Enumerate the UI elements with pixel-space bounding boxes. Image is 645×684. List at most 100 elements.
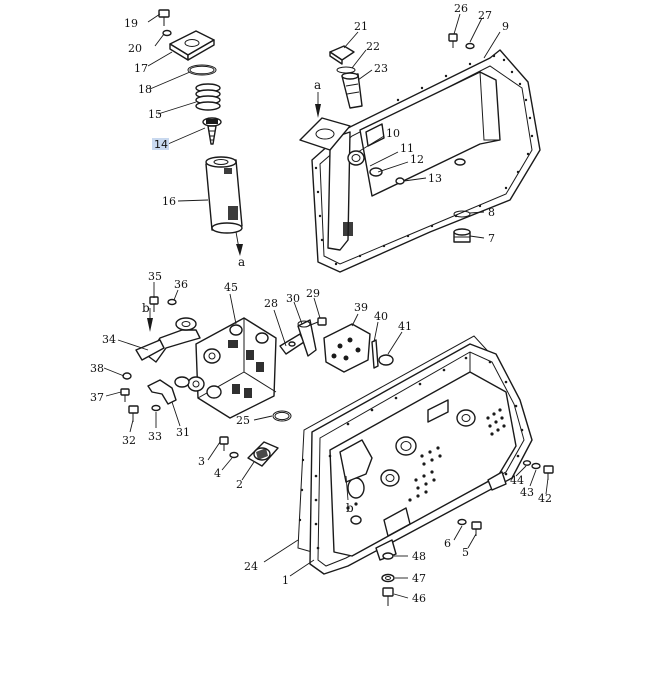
callout-26[interactable]: 26 bbox=[454, 2, 468, 15]
leader-2 bbox=[241, 461, 255, 481]
leader-40 bbox=[373, 321, 379, 343]
bolt-37 bbox=[120, 388, 130, 402]
callout-23[interactable]: 23 bbox=[374, 62, 388, 75]
callout-3[interactable]: 3 bbox=[198, 455, 205, 468]
callout-8[interactable]: 8 bbox=[488, 206, 495, 219]
ref-letter-a-filter: a bbox=[238, 255, 245, 269]
leader-25 bbox=[253, 415, 273, 421]
callout-19[interactable]: 19 bbox=[124, 17, 138, 30]
leader-13 bbox=[403, 177, 427, 182]
callout-9[interactable]: 9 bbox=[502, 20, 509, 33]
callout-14-highlight bbox=[152, 138, 169, 150]
callout-22[interactable]: 22 bbox=[366, 40, 380, 53]
callout-10[interactable]: 10 bbox=[386, 127, 400, 140]
callout-11[interactable]: 11 bbox=[400, 142, 414, 155]
leader-38 bbox=[103, 367, 125, 377]
callout-42[interactable]: 42 bbox=[538, 492, 552, 505]
callout-44[interactable]: 44 bbox=[510, 474, 524, 487]
arrow-head-icon bbox=[236, 244, 243, 256]
leader-23 bbox=[357, 69, 373, 81]
callout-20[interactable]: 20 bbox=[128, 42, 142, 55]
leader-37 bbox=[105, 391, 122, 397]
leader-45 bbox=[229, 293, 237, 325]
callout-41[interactable]: 41 bbox=[398, 320, 412, 333]
callout-45[interactable]: 45 bbox=[224, 281, 238, 294]
callout-1[interactable]: 1 bbox=[282, 574, 289, 587]
callout-7[interactable]: 7 bbox=[488, 232, 495, 245]
callout-46[interactable]: 46 bbox=[412, 592, 426, 605]
leader-28 bbox=[273, 309, 287, 347]
callout-4[interactable]: 4 bbox=[214, 467, 221, 480]
o-ring-18 bbox=[187, 64, 217, 76]
callout-25[interactable]: 25 bbox=[236, 414, 250, 427]
callout-12[interactable]: 12 bbox=[410, 153, 424, 166]
callout-31[interactable]: 31 bbox=[176, 426, 190, 439]
arrow-head-icon bbox=[147, 318, 153, 332]
ref-letter-b-case: b bbox=[346, 501, 354, 515]
callout-24[interactable]: 24 bbox=[244, 560, 258, 573]
callout-30[interactable]: 30 bbox=[286, 292, 300, 305]
callout-13[interactable]: 13 bbox=[428, 172, 442, 185]
leader-9 bbox=[483, 31, 501, 59]
leader-36 bbox=[173, 289, 179, 301]
leader-11 bbox=[369, 151, 399, 167]
leader-4 bbox=[221, 457, 233, 471]
callout-33[interactable]: 33 bbox=[148, 430, 162, 443]
callout-29[interactable]: 29 bbox=[306, 287, 320, 300]
callout-21[interactable]: 21 bbox=[354, 20, 368, 33]
leader-12 bbox=[377, 161, 409, 173]
bolt-46 bbox=[382, 587, 394, 606]
tube-31 bbox=[147, 376, 190, 405]
callout-18[interactable]: 18 bbox=[138, 83, 152, 96]
callout-labels: 19 20 17 18 15 14 16 21 22 23 26 27 9 10… bbox=[90, 2, 552, 605]
washer-43 bbox=[531, 462, 541, 470]
callout-43[interactable]: 43 bbox=[520, 486, 534, 499]
filter-element-16 bbox=[205, 156, 243, 234]
bracket-28 bbox=[279, 333, 305, 355]
callout-17[interactable]: 17 bbox=[134, 62, 148, 75]
callout-38[interactable]: 38 bbox=[90, 362, 104, 375]
leader-16 bbox=[177, 199, 209, 202]
clamp-38 bbox=[122, 372, 132, 380]
callout-14[interactable]: 14 bbox=[154, 138, 168, 151]
callout-5[interactable]: 5 bbox=[462, 546, 469, 559]
cap-21 bbox=[329, 45, 355, 65]
callout-6[interactable]: 6 bbox=[444, 537, 451, 550]
callout-27[interactable]: 27 bbox=[478, 9, 492, 22]
flow-arrow-b-case bbox=[345, 475, 349, 501]
cover-17 bbox=[169, 30, 215, 61]
callout-35[interactable]: 35 bbox=[148, 270, 162, 283]
leader-1 bbox=[289, 559, 315, 577]
leader-31 bbox=[171, 401, 181, 427]
leader-29 bbox=[313, 297, 321, 319]
callout-48[interactable]: 48 bbox=[412, 550, 426, 563]
callout-28[interactable]: 28 bbox=[264, 297, 278, 310]
callout-37[interactable]: 37 bbox=[90, 391, 104, 404]
main-case-1 bbox=[309, 343, 533, 575]
washer-6 bbox=[457, 518, 467, 526]
leader-30 bbox=[293, 301, 303, 325]
washer-33 bbox=[151, 404, 161, 412]
leader-32 bbox=[129, 419, 134, 433]
callout-40[interactable]: 40 bbox=[374, 310, 388, 323]
leader-24 bbox=[263, 539, 299, 563]
spring-15 bbox=[195, 83, 221, 111]
callout-34[interactable]: 34 bbox=[102, 333, 116, 346]
elbow-30 bbox=[297, 319, 317, 357]
leader-20 bbox=[154, 33, 165, 47]
callout-32[interactable]: 32 bbox=[122, 434, 136, 447]
callout-15[interactable]: 15 bbox=[148, 108, 162, 121]
washer-48 bbox=[382, 552, 394, 560]
leader-21 bbox=[343, 31, 359, 49]
leader-6 bbox=[453, 525, 463, 541]
callout-36[interactable]: 36 bbox=[174, 278, 188, 291]
bolt-32 bbox=[128, 405, 139, 422]
callout-47[interactable]: 47 bbox=[412, 572, 426, 585]
leader-15 bbox=[157, 101, 197, 115]
callout-16[interactable]: 16 bbox=[162, 195, 176, 208]
reference-letters: a a b b bbox=[142, 78, 354, 515]
callout-2[interactable]: 2 bbox=[236, 478, 243, 491]
callout-39[interactable]: 39 bbox=[354, 301, 368, 314]
